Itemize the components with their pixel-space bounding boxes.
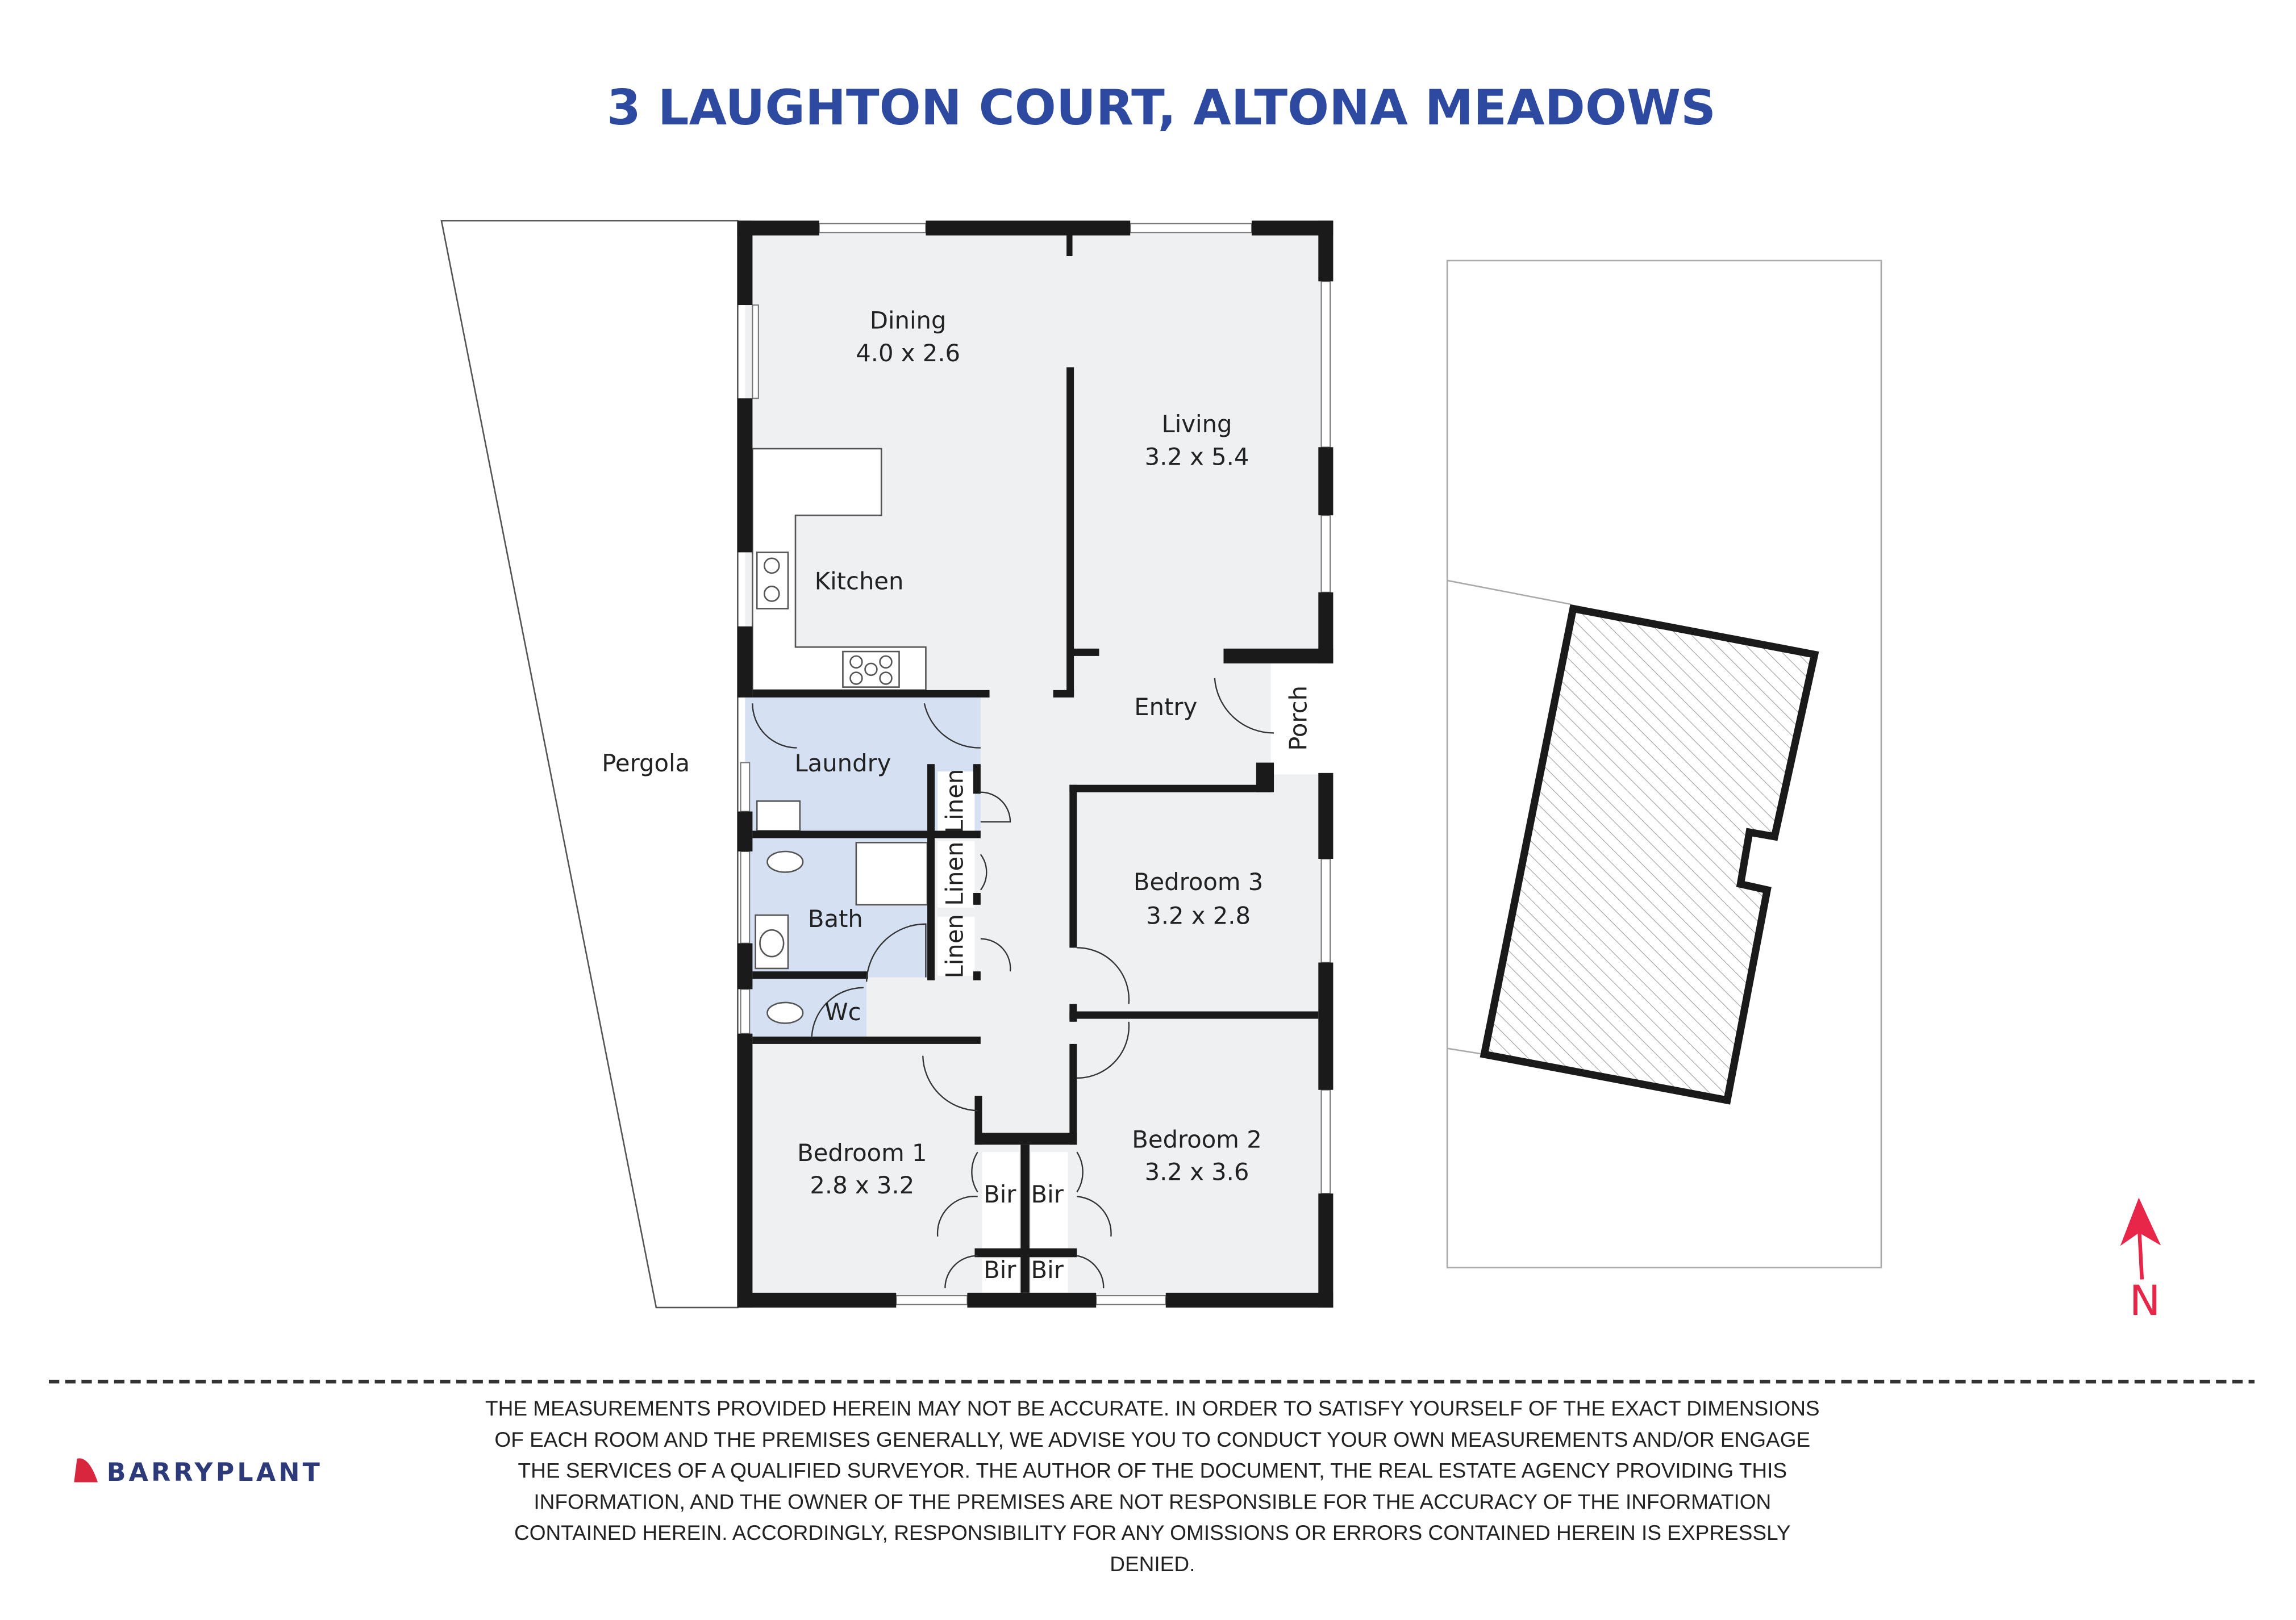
toilet-icon bbox=[766, 850, 804, 873]
wc-toilet-icon bbox=[766, 1001, 804, 1024]
closet-label-bir: Bir bbox=[984, 1256, 1016, 1284]
porch-area bbox=[1270, 663, 1331, 775]
room-label-bedroom2: Bedroom 2 bbox=[1132, 1125, 1261, 1153]
disclaimer-line: THE SERVICES OF A QUALIFIED SURVEYOR. TH… bbox=[518, 1459, 1787, 1483]
north-arrow-icon bbox=[2120, 1197, 2161, 1280]
north-label: N bbox=[2130, 1277, 2161, 1325]
shower-icon bbox=[855, 842, 928, 906]
room-label-bedroom1: Bedroom 1 bbox=[797, 1139, 927, 1167]
room-dims-dining: 4.0 x 2.6 bbox=[856, 339, 960, 367]
disclaimer-line: OF EACH ROOM AND THE PREMISES GENERALLY,… bbox=[494, 1427, 1810, 1451]
room-dims-bedroom3: 3.2 x 2.8 bbox=[1146, 902, 1251, 930]
room-label-kitchen: Kitchen bbox=[815, 567, 904, 595]
room-dims-living: 3.2 x 5.4 bbox=[1145, 443, 1249, 471]
building-footprint bbox=[1480, 604, 1819, 1105]
page-title: 3 LAUGHTON COURT, ALTONA MEADOWS bbox=[607, 80, 1716, 136]
room-label-bath: Bath bbox=[808, 905, 863, 933]
room-label-entry: Entry bbox=[1134, 693, 1197, 721]
room-label-dining: Dining bbox=[870, 307, 947, 335]
room-label-living: Living bbox=[1162, 410, 1232, 438]
room-label-porch: Porch bbox=[1284, 686, 1312, 751]
sink-icon bbox=[756, 552, 789, 609]
closet-label-bir: Bir bbox=[984, 1180, 1016, 1208]
closet-label-bir: Bir bbox=[1031, 1180, 1064, 1208]
basin-icon bbox=[755, 914, 789, 970]
disclaimer: THE MEASUREMENTS PROVIDED HEREIN MAY NOT… bbox=[485, 1396, 1820, 1576]
disclaimer-line: INFORMATION, AND THE OWNER OF THE PREMIS… bbox=[534, 1489, 1771, 1513]
disclaimer-line: CONTAINED HEREIN. ACCORDINGLY, RESPONSIB… bbox=[514, 1521, 1791, 1544]
house-floor-plan bbox=[737, 220, 1334, 1308]
north-arrow: N bbox=[2120, 1197, 2161, 1325]
room-label-wc: Wc bbox=[824, 998, 861, 1026]
pergola-area bbox=[440, 220, 739, 1309]
room-label-pergola: Pergola bbox=[602, 749, 690, 777]
room-label-bedroom3: Bedroom 3 bbox=[1134, 868, 1263, 896]
laundry-tub-icon bbox=[756, 800, 801, 832]
closet-label-bir: Bir bbox=[1031, 1256, 1064, 1284]
wc-area bbox=[745, 977, 867, 1041]
closet-label-linen: Linen bbox=[941, 841, 969, 905]
disclaimer-line: DENIED. bbox=[1110, 1552, 1195, 1576]
logo-text: BARRYPLANT bbox=[107, 1458, 323, 1487]
room-label-laundry: Laundry bbox=[794, 749, 891, 777]
closet-label-linen: Linen bbox=[941, 769, 969, 833]
logo-mark-icon bbox=[74, 1458, 98, 1483]
room-dims-bedroom1: 2.8 x 3.2 bbox=[810, 1171, 914, 1199]
door-swings bbox=[752, 678, 1274, 1289]
disclaimer-line: THE MEASUREMENTS PROVIDED HEREIN MAY NOT… bbox=[485, 1396, 1820, 1420]
site-plan bbox=[1446, 260, 1882, 1268]
closet-label-linen: Linen bbox=[941, 914, 969, 978]
room-dims-bedroom2: 3.2 x 3.6 bbox=[1145, 1158, 1249, 1186]
logo: BARRYPLANT bbox=[74, 1458, 323, 1487]
